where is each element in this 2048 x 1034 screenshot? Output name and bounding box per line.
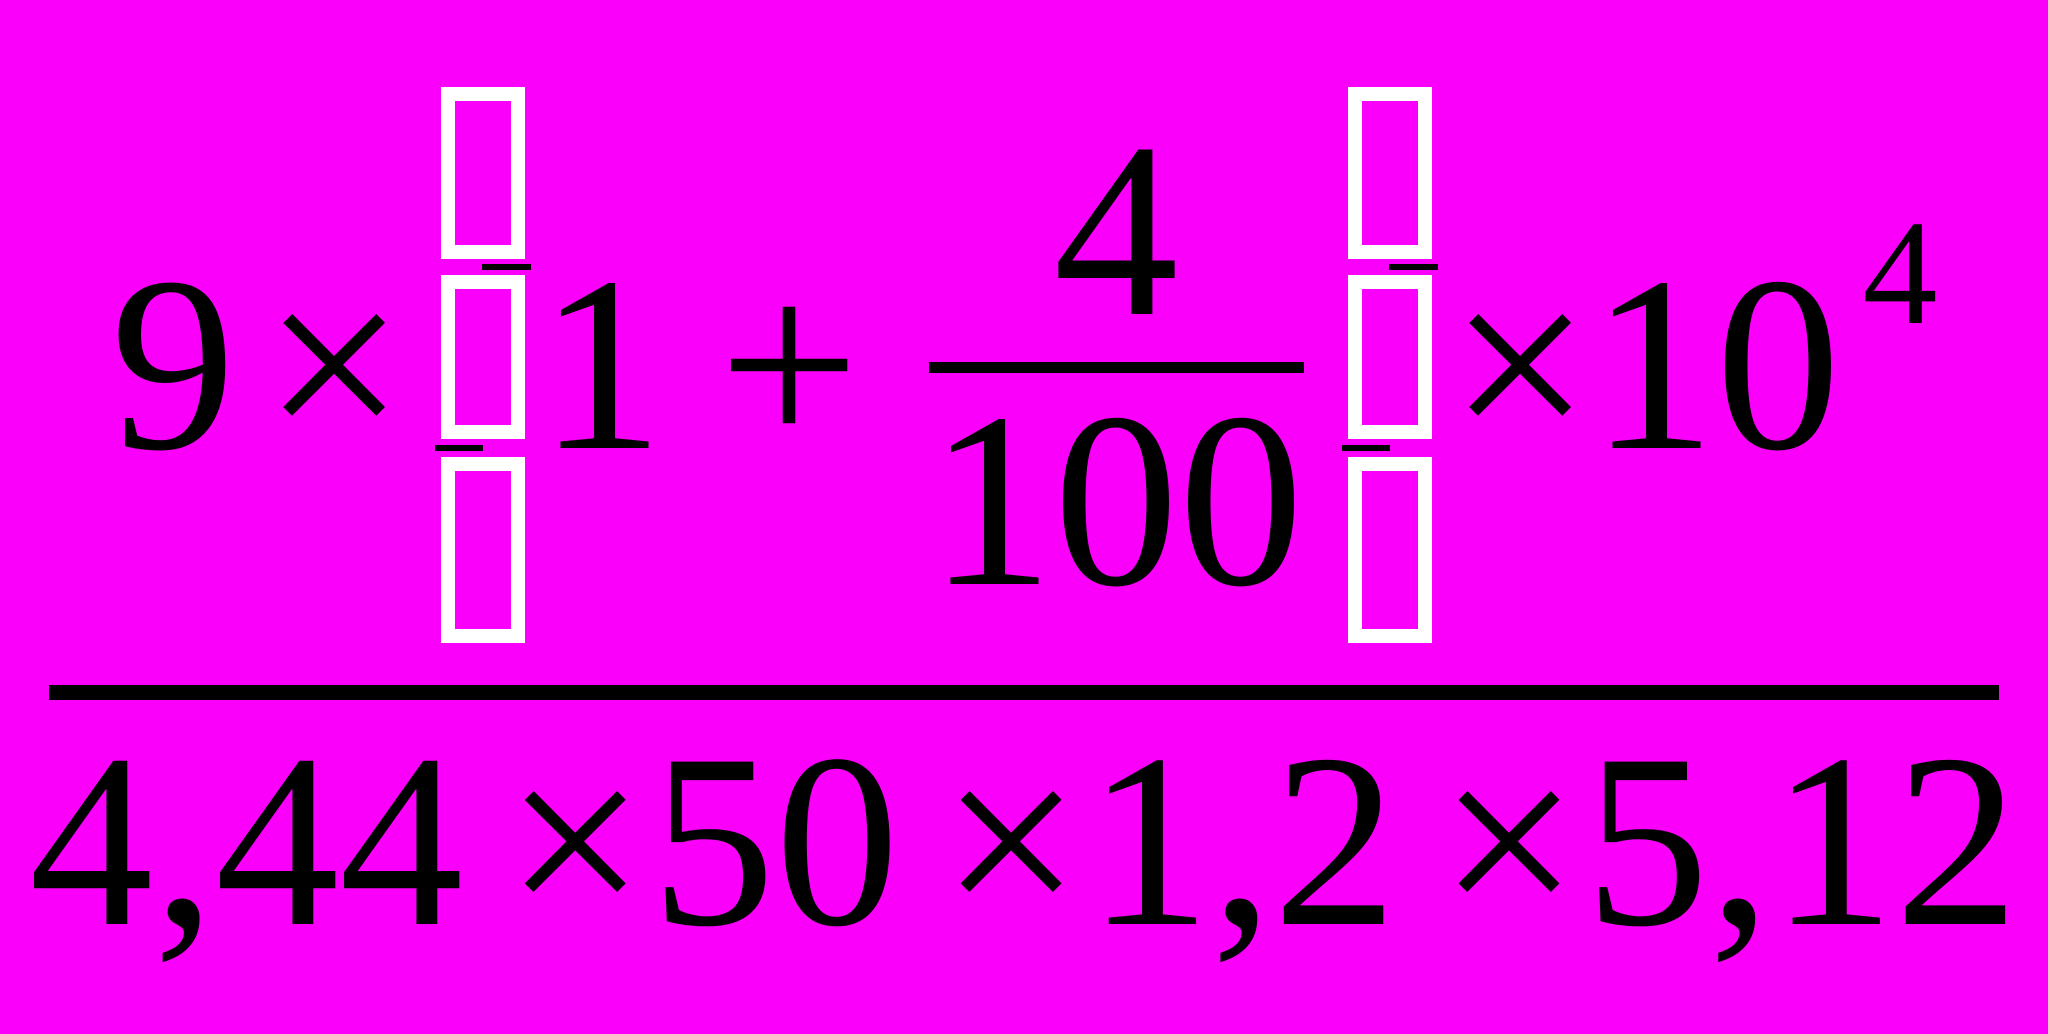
missing-glyph-box <box>440 87 525 260</box>
inner-fraction-numerator: 4 <box>1053 91 1179 369</box>
power-exponent: 4 <box>1862 190 1938 357</box>
left-parenthesis-placeholder <box>434 87 531 644</box>
main-fraction: 9 × 1 + 4 100 <box>29 87 2019 979</box>
fraction-bar <box>49 685 1999 701</box>
numerator-one: 1 <box>538 226 664 504</box>
multiplication-sign: × <box>505 703 646 979</box>
multiplication-sign: × <box>263 226 405 504</box>
missing-glyph-box <box>1347 457 1432 644</box>
inner-fraction: 4 100 <box>915 91 1318 639</box>
denominator-row: 4,44 × 50 × 1,2 × 5,12 <box>29 703 2019 979</box>
missing-glyph-box <box>1347 87 1432 260</box>
multiplication-sign: × <box>1449 226 1591 504</box>
glyph-tick-mark <box>481 264 531 271</box>
numerator-coefficient: 9 <box>110 226 236 504</box>
missing-glyph-box <box>440 457 525 644</box>
right-parenthesis-placeholder <box>1341 87 1438 644</box>
multiplication-sign: × <box>1438 703 1579 979</box>
multiplication-sign: × <box>941 703 1081 979</box>
denominator-term: 50 <box>651 703 900 979</box>
inner-fraction-bar <box>928 361 1304 373</box>
inner-fraction-denominator: 100 <box>928 361 1304 639</box>
missing-glyph-box <box>440 275 525 440</box>
numerator-row: 9 × 1 + 4 100 <box>110 87 1938 644</box>
glyph-tick-mark <box>1388 264 1438 271</box>
glyph-tick-mark <box>1341 445 1391 452</box>
missing-glyph-box <box>1347 275 1432 440</box>
power-base: 10 <box>1590 226 1841 504</box>
denominator-term: 5,12 <box>1584 703 2019 979</box>
glyph-tick-mark <box>434 445 484 452</box>
plus-sign: + <box>718 226 860 504</box>
denominator-term: 4,44 <box>29 703 464 979</box>
denominator-term: 1,2 <box>1086 703 1397 979</box>
